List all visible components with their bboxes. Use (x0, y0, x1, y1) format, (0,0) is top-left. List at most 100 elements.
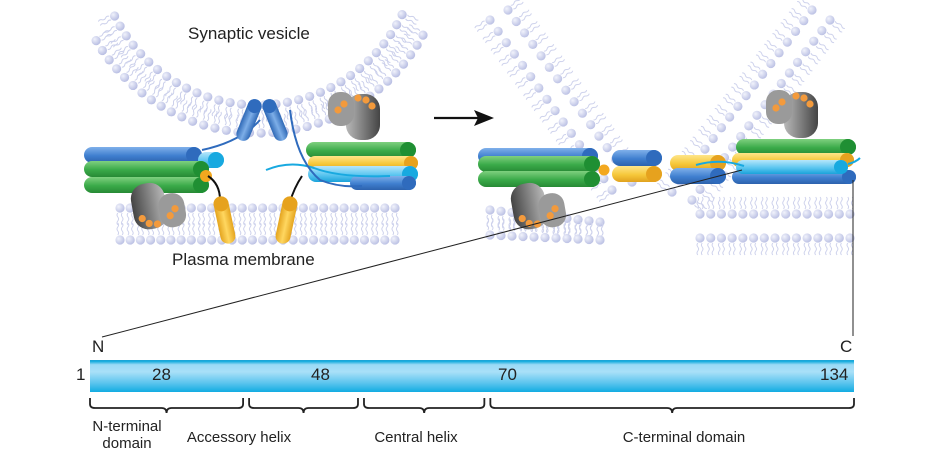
lipid (813, 233, 823, 256)
lipid (363, 56, 382, 76)
lipid (584, 222, 594, 245)
lipid (349, 222, 359, 245)
lipid (196, 222, 207, 245)
calcium-ion (368, 102, 376, 110)
complexin-accessory (265, 163, 391, 178)
residue-70-label: 70 (498, 365, 517, 384)
lipid (177, 100, 192, 122)
lipid (802, 196, 812, 219)
calcium-ion (806, 100, 814, 108)
synaptobrevin-linker (201, 119, 261, 151)
lipid (474, 15, 495, 32)
lipid (511, 9, 532, 27)
calcium-ion (354, 94, 362, 102)
lipid (91, 29, 113, 46)
complexin-accessory (695, 160, 745, 167)
lipid (165, 78, 181, 99)
syntaxin-tmd-cylinder (612, 166, 662, 182)
lipid (97, 11, 120, 26)
lipid (128, 71, 147, 91)
lipid (727, 196, 737, 219)
lipid (310, 105, 323, 128)
calcium-ion (772, 104, 780, 112)
lipid (657, 179, 677, 197)
lipid (268, 222, 278, 245)
lipid (573, 215, 583, 237)
lipid (573, 221, 583, 244)
lipid (791, 196, 802, 219)
lipid (166, 95, 182, 117)
lipid (329, 203, 339, 226)
lipid (752, 110, 772, 128)
lipid (370, 203, 380, 226)
lipid (176, 222, 186, 245)
calcium-ion (362, 96, 370, 104)
lipid (723, 93, 743, 111)
lipid (247, 222, 258, 245)
synaptobrevin-tmd (236, 99, 262, 141)
synaptobrevin-tmd (262, 99, 288, 141)
domain-label-central-helix: Central helix (374, 429, 458, 446)
lipid (144, 64, 163, 85)
residue-1-label: 1 (76, 365, 86, 384)
lipid (817, 25, 837, 44)
bracket-accessory-helix (248, 398, 359, 414)
domain-brackets (89, 398, 855, 414)
lipid (308, 222, 319, 245)
lipid (237, 222, 247, 245)
lipid (764, 40, 784, 58)
lipid (188, 104, 202, 126)
lipid (555, 128, 576, 146)
calcium-ion (792, 92, 800, 100)
lipid (137, 78, 155, 98)
lipid (802, 233, 812, 256)
lipid (506, 60, 528, 78)
calcium-ion (145, 219, 153, 228)
syntaxin-tmd (275, 196, 298, 244)
lipid (125, 222, 135, 245)
lipid (224, 97, 235, 120)
lipid (739, 72, 759, 90)
lipid (738, 233, 748, 256)
lipid (834, 196, 844, 219)
lipid (772, 29, 792, 47)
lipid (397, 9, 419, 25)
bracket-c-terminal-domain (489, 398, 855, 414)
lipid (748, 233, 759, 256)
right-arrow-icon (434, 110, 494, 126)
lipid (186, 222, 196, 245)
residue-134-label: 134 (820, 365, 849, 384)
synaptotagmin-c2-domains (510, 182, 567, 230)
lipid (349, 203, 359, 226)
lipid (381, 59, 401, 78)
lipid (747, 61, 768, 79)
lipid (176, 83, 192, 105)
lipid (355, 63, 373, 84)
lipid (792, 57, 813, 75)
lipid (716, 233, 727, 256)
lipid (115, 203, 125, 226)
lipid (300, 109, 312, 132)
synaptobrevin-tmd-cylinder (670, 168, 726, 184)
domain-label-c-terminal: C-terminal domain (622, 429, 746, 446)
synaptic-vesicle-label: Synaptic vesicle (188, 24, 310, 43)
lipid (825, 15, 845, 33)
lipid (515, 72, 536, 89)
lipid (395, 42, 416, 60)
lipid (221, 112, 233, 135)
lipid (519, 21, 541, 38)
snap25-helix (736, 139, 856, 155)
calcium-ion (778, 98, 786, 106)
lipid (594, 124, 615, 141)
lipid (374, 66, 393, 86)
lipid (156, 90, 173, 111)
lipid (498, 49, 519, 66)
snap25-helix (306, 142, 416, 158)
calcium-ion (551, 205, 559, 213)
calcium-ion (166, 212, 174, 220)
domain-label-n-terminal: N-terminal domain (92, 418, 162, 452)
lipid (784, 68, 805, 86)
syntaxin-end (598, 164, 610, 176)
synaptobrevin-tmd-cylinder (612, 150, 662, 166)
